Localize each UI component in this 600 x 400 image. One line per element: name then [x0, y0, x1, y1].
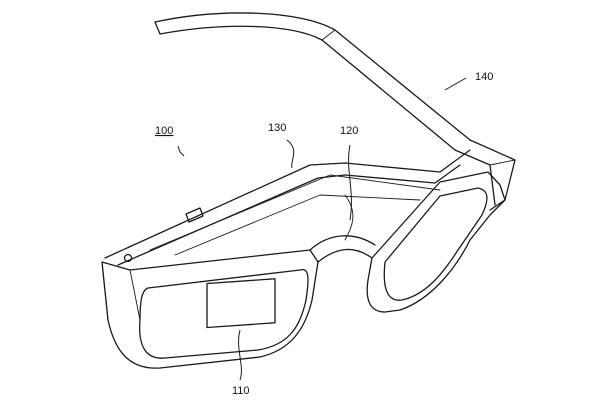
leader-lines [177, 77, 467, 381]
ref-numeral-110: 110 [232, 385, 250, 397]
left-lens-rim [101, 249, 319, 369]
ref-numeral-100: 100 [155, 125, 173, 137]
frame-body [104, 149, 471, 266]
ref-numeral-120: 120 [340, 125, 358, 137]
temple-arm [154, 12, 516, 211]
display-area [206, 278, 276, 329]
ref-numeral-140: 140 [475, 71, 493, 83]
bridge [309, 194, 376, 263]
ref-numeral-130: 130 [268, 122, 286, 134]
right-lens-rim [366, 171, 506, 313]
